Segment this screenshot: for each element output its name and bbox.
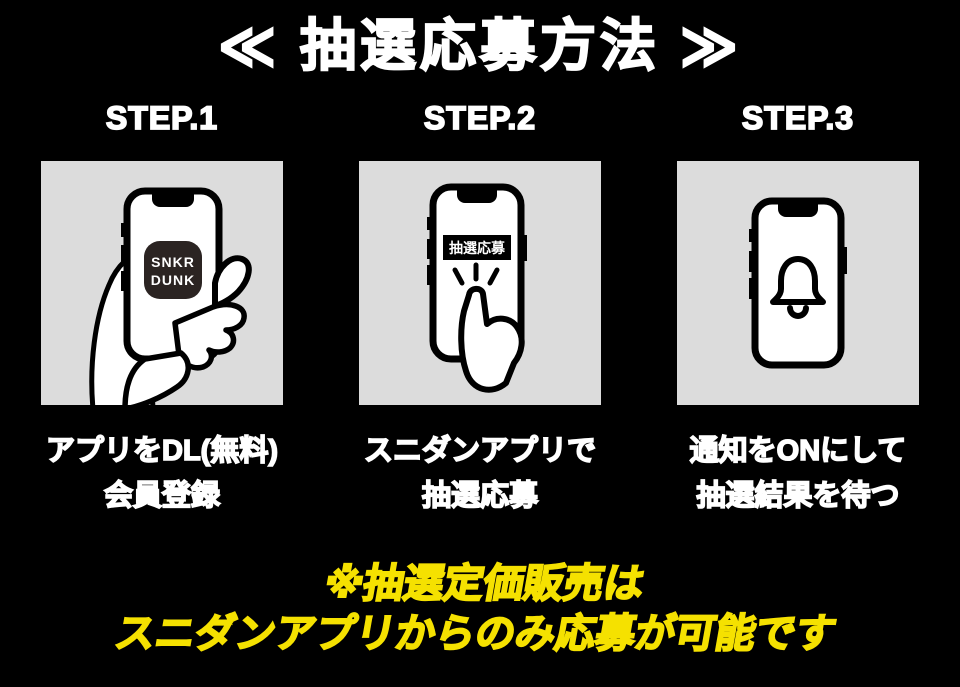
pointing-finger-icon — [458, 285, 525, 393]
page-title: ≪ 抽選応募方法 ≫ — [217, 13, 743, 78]
tap-lottery-button-illustration: 抽選応募 — [427, 183, 527, 393]
lottery-entry-button — [443, 234, 511, 260]
app-icon-text-line2: DUNK — [151, 272, 195, 288]
steps-row: STEP.1 SNKR DUNK — [41, 97, 919, 519]
hand-heel — [122, 350, 191, 405]
footer-note-line1: ※抽選定価販売は — [320, 561, 649, 607]
step-2-caption: スニダンアプリで 抽選応募 — [363, 429, 597, 519]
hand-holding-phone-illustration: SNKR DUNK — [89, 187, 252, 405]
step-3-caption-line1: 通知をONにして — [689, 434, 907, 468]
hand-thumb — [212, 255, 252, 309]
footer-note-line2: スニダンアプリからのみ応募が可能です — [111, 611, 841, 657]
phone-notch — [778, 203, 818, 217]
step-2-caption-line1: スニダンアプリで — [363, 434, 597, 468]
phone-notch — [457, 189, 497, 203]
step-1-caption-line1: アプリをDL(無料) — [45, 434, 279, 468]
step-3-label: STEP.3 — [741, 99, 855, 137]
step-2-label: STEP.2 — [423, 99, 537, 137]
step-column-1: STEP.1 SNKR DUNK — [41, 97, 283, 519]
tap-burst-icon — [452, 262, 500, 286]
footer-note: ※抽選定価販売は スニダンアプリからのみ応募が可能です — [111, 559, 849, 659]
step-3-caption: 通知をONにして 抽選結果を待つ — [689, 429, 907, 519]
app-icon-text-line1: SNKR — [151, 254, 195, 270]
step-2-caption-line2: 抽選応募 — [421, 479, 539, 513]
step-3-card — [677, 160, 919, 405]
snkr-dunk-app-icon — [144, 240, 202, 299]
step-3-caption-line2: 抽選結果を待つ — [696, 479, 901, 513]
step-1-card: SNKR DUNK — [41, 160, 283, 405]
smartphone-body — [751, 197, 845, 369]
step-column-2: STEP.2 抽選応募 — [359, 97, 601, 519]
step-1-caption: アプリをDL(無料) 会員登録 — [45, 429, 279, 519]
lottery-entry-button-label: 抽選応募 — [449, 240, 506, 256]
step-1-caption-line2: 会員登録 — [103, 479, 221, 513]
hand-fingers — [172, 301, 247, 371]
step-column-3: STEP.3 — [677, 97, 919, 519]
phone-notch — [152, 193, 194, 207]
step-2-card: 抽選応募 — [359, 160, 601, 405]
notification-phone-illustration — [749, 197, 847, 369]
notification-bell-icon — [770, 255, 826, 319]
step-1-label: STEP.1 — [105, 99, 219, 137]
